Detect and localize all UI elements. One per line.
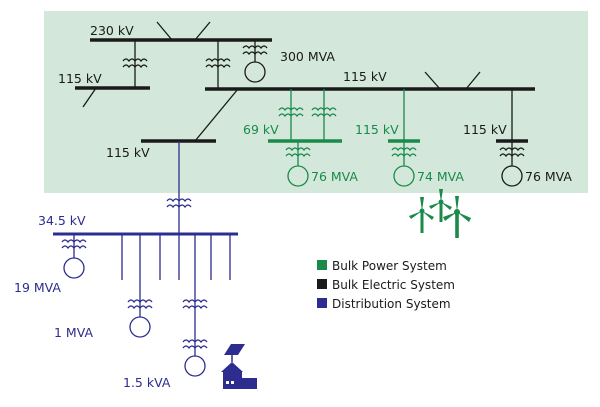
load-1mva	[129, 316, 151, 338]
legend-swatch-bulk-power	[317, 260, 327, 270]
legend-label: Bulk Electric System	[332, 278, 455, 292]
label-74mva: 74 MVA	[417, 169, 464, 184]
switch-230-a	[156, 21, 173, 41]
legend-label: Bulk Power System	[332, 259, 447, 273]
wind-turbine-icon	[409, 189, 471, 238]
legend: Bulk Power System Bulk Electric System D…	[317, 259, 455, 311]
label-1mva: 1 MVA	[54, 325, 93, 340]
generator-300mva	[244, 61, 266, 83]
solar-house-icon	[221, 344, 257, 389]
load-1_5kva	[184, 355, 206, 377]
load-19mva	[63, 257, 85, 279]
generator-76mva-black	[501, 165, 523, 187]
distribution-group	[53, 141, 238, 377]
bulk-power-group	[268, 89, 420, 187]
label-300mva: 300 MVA	[280, 49, 335, 64]
label-230kv: 230 kV	[90, 23, 134, 38]
generator-76mva-green	[287, 165, 309, 187]
line-main-to-lower	[194, 88, 239, 142]
legend-item-bulk-electric: Bulk Electric System	[317, 278, 455, 292]
label-69kv: 69 kV	[243, 122, 279, 137]
switch-230-b	[194, 21, 211, 41]
label-115kv-right: 115 kV	[463, 122, 507, 137]
switch-115-main-b	[465, 71, 481, 90]
bulk-electric-group	[75, 21, 535, 187]
switch-115-main-a	[424, 71, 441, 90]
label-115kv-left: 115 kV	[58, 71, 102, 86]
label-115kv-green: 115 kV	[355, 122, 399, 137]
label-115kv-main: 115 kV	[343, 69, 387, 84]
label-115kv-lower: 115 kV	[106, 145, 150, 160]
legend-item-distribution: Distribution System	[317, 297, 451, 311]
legend-swatch-distribution	[317, 298, 327, 308]
label-19mva: 19 MVA	[14, 280, 61, 295]
generator-74mva	[393, 165, 415, 187]
label-34_5kv: 34.5 kV	[38, 213, 86, 228]
switch-115-left	[82, 87, 97, 108]
label-1_5kva: 1.5 kVA	[123, 375, 171, 390]
legend-label: Distribution System	[332, 297, 451, 311]
label-76mva-green: 76 MVA	[311, 169, 358, 184]
legend-item-bulk-power: Bulk Power System	[317, 259, 447, 273]
label-76mva-black: 76 MVA	[525, 169, 572, 184]
legend-swatch-bulk-electric	[317, 279, 327, 289]
